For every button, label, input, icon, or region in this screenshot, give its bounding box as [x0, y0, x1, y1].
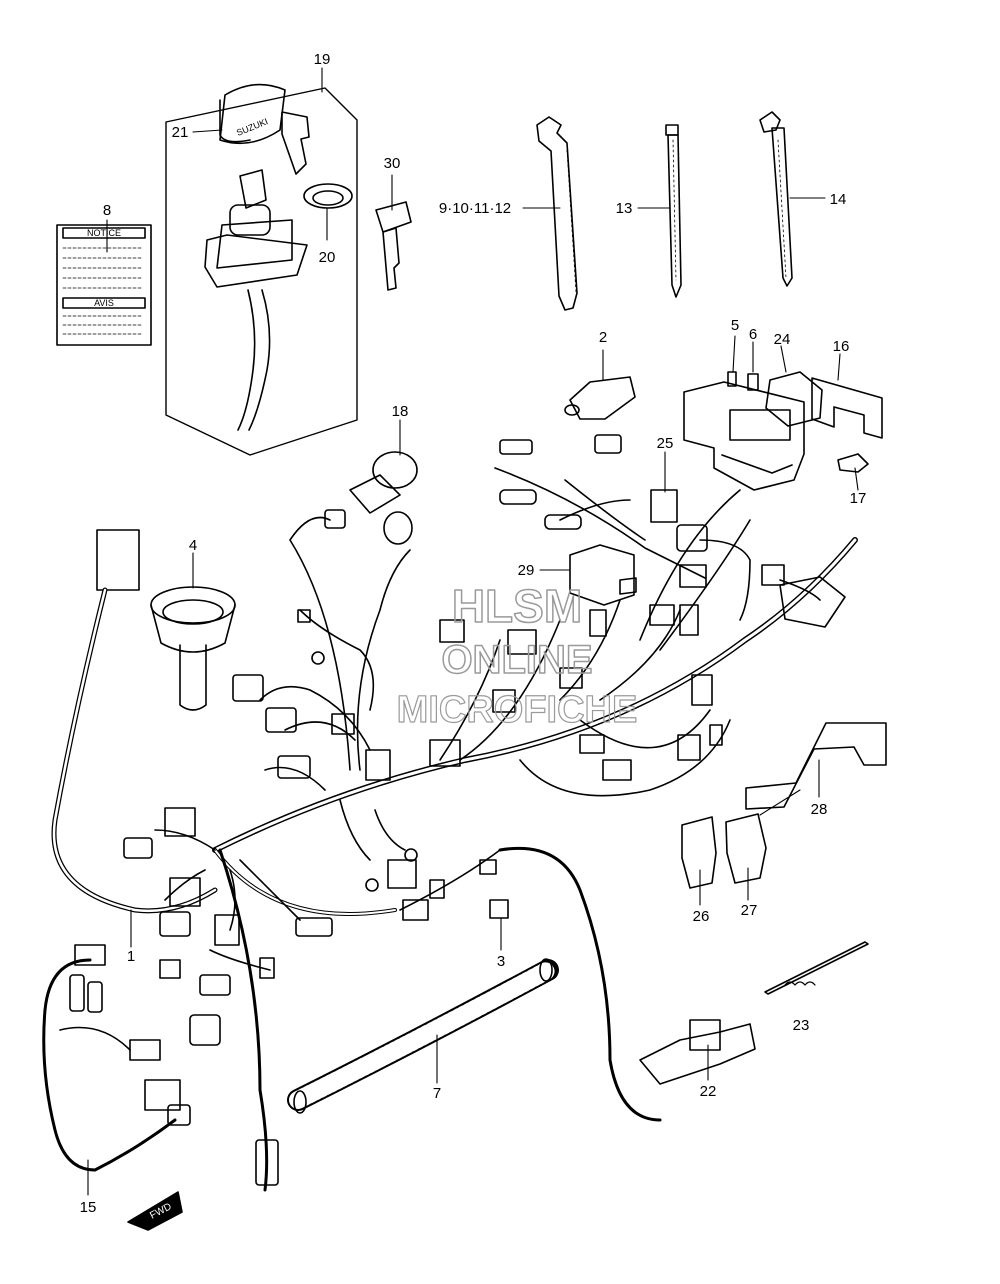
part-15-sub-harness	[42, 944, 191, 1172]
part-19-ignition-switch-kit: SUZUKI	[165, 83, 358, 456]
callout-9-12: 9·10·11·12	[439, 200, 511, 217]
callout-13: 13	[616, 200, 633, 217]
callout-15: 15	[80, 1199, 97, 1216]
notice-label-text: NOTICE	[87, 228, 121, 238]
part-28-bracket	[745, 722, 887, 810]
part-23-spring-pin	[764, 941, 869, 995]
part-25-connector	[650, 489, 678, 523]
part-1-main-harness	[51, 434, 858, 1192]
part-14-cable-tie-clip	[759, 111, 793, 287]
callout-20: 20	[319, 249, 336, 266]
callout-4: 4	[189, 537, 197, 554]
part-4-grommet	[150, 586, 236, 711]
callout-22: 22	[700, 1083, 717, 1100]
callout-8: 8	[103, 202, 111, 219]
part-2-connector-boot	[564, 376, 636, 420]
part-8-notice-label: NOTICE AVIS	[56, 224, 152, 346]
part-3-connector	[489, 899, 509, 919]
part-7-corrugated-tube	[287, 958, 559, 1114]
fuse-box	[683, 381, 805, 491]
callout-19: 19	[314, 51, 331, 68]
callout-7: 7	[433, 1085, 441, 1102]
watermark-line3: MICROFICHE	[397, 689, 638, 731]
part-5-fuse	[727, 371, 737, 387]
callout-28: 28	[811, 801, 828, 818]
leader-lines	[87, 67, 859, 1196]
part-30-key	[375, 201, 412, 291]
callout-27: 27	[741, 902, 758, 919]
watermark: HLSM ONLINE MICROFICHE	[396, 579, 638, 731]
callout-30: 30	[384, 155, 401, 172]
avis-label-text: AVIS	[94, 298, 114, 308]
callout-2: 2	[599, 329, 607, 346]
part-29-relay	[569, 544, 637, 606]
part-16-bracket	[811, 377, 883, 439]
callout-25: 25	[657, 435, 674, 452]
part-22-sensor	[639, 1019, 756, 1085]
callout-5: 5	[731, 317, 739, 334]
callout-18: 18	[392, 403, 409, 420]
callout-26: 26	[693, 908, 710, 925]
part-24-relay	[765, 371, 823, 427]
callout-14: 14	[830, 191, 847, 208]
part-26-cover	[681, 816, 717, 889]
part-9-12-cable-tie	[536, 116, 578, 311]
callout-6: 6	[749, 326, 757, 343]
callout-21: 21	[172, 124, 189, 141]
callout-16: 16	[833, 338, 850, 355]
callout-3: 3	[497, 953, 505, 970]
watermark-line2: ONLINE	[441, 638, 592, 682]
watermark-line1: HLSM	[452, 580, 582, 632]
part-17-clamp	[837, 453, 869, 473]
part-13-cable-tie	[665, 124, 682, 298]
key-brand-text: SUZUKI	[235, 116, 269, 138]
callout-1: 1	[127, 948, 135, 965]
callout-29: 29	[518, 562, 535, 579]
callouts: 19 21 8 20 30 9·10·11·12 13 14 2 5 6 24 …	[80, 51, 867, 1216]
part-27-cover	[725, 813, 767, 884]
callout-17: 17	[850, 490, 867, 507]
callout-24: 24	[774, 331, 791, 348]
callout-23: 23	[793, 1017, 810, 1034]
fwd-arrow: FWD	[127, 1191, 183, 1231]
part-18-socket	[349, 451, 418, 545]
